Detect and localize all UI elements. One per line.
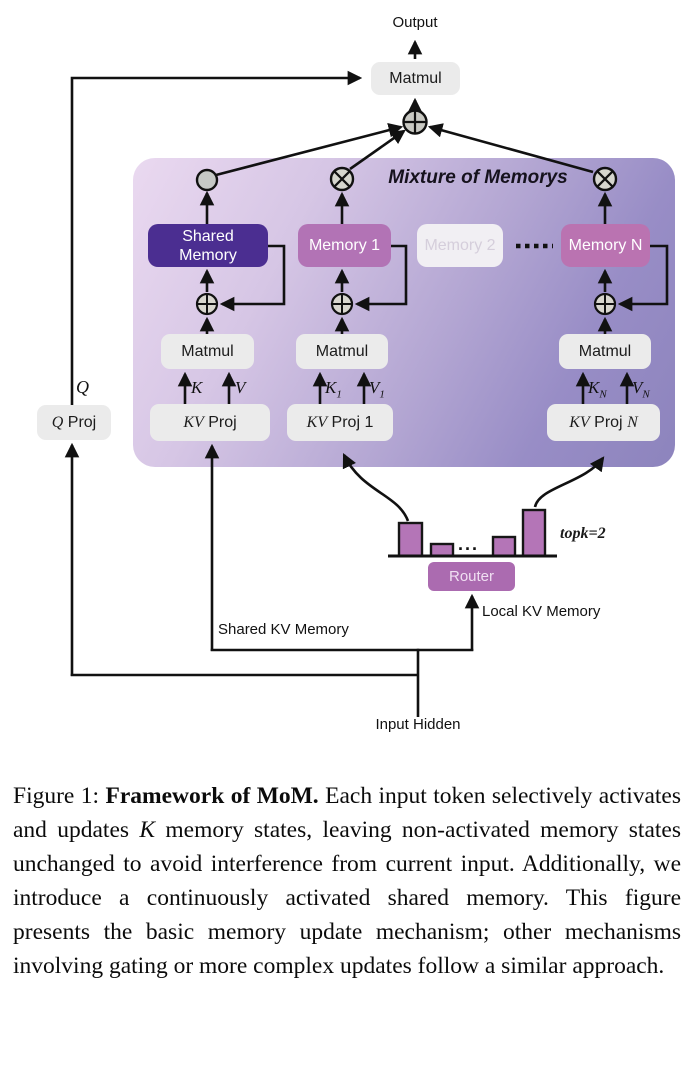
memoryN-matmul-box: Matmul [559, 334, 651, 369]
memory-N-box: Memory N [561, 224, 650, 267]
caption-prefix: Figure 1: [13, 783, 106, 809]
shared-kv-proj-box: KV Proj [150, 404, 270, 441]
k-label-1: K1 [325, 378, 342, 401]
input-hidden-label: Input Hidden [375, 716, 461, 733]
q-wire-label: Q [76, 377, 89, 397]
top-matmul-box: Matmul [371, 62, 460, 95]
central-sum-node [402, 109, 428, 135]
topk-label: topk=2 [560, 525, 606, 542]
v-label-N: VN [632, 378, 650, 401]
q-proj-box: Q Proj [37, 405, 111, 440]
shared-matmul-box: Matmul [161, 334, 254, 369]
local-kv-memory-label: Local KV Memory [482, 603, 601, 620]
mixture-title: Mixture of Memorys [388, 167, 568, 188]
router-weight-bar [491, 535, 517, 558]
caption-body-2: memory states, leaving non-activated mem… [13, 817, 681, 979]
output-label: Output [392, 14, 438, 31]
memory-2-box: Memory 2 [417, 224, 503, 267]
memory-1-box: Memory 1 [298, 224, 391, 267]
caption-body-1: Each input token selectively activates a… [13, 783, 682, 843]
v-label-1: V1 [369, 378, 385, 401]
caption-bold-title: Framework of MoM. [105, 783, 319, 809]
k-label-N: KN [588, 378, 607, 401]
figure-caption: Figure 1: Framework of MoM. Each input t… [13, 779, 681, 983]
router-box: Router [428, 562, 515, 591]
kv-proj-1-box: KV Proj 1 [287, 404, 393, 441]
kv-proj-N-box: KV Proj N [547, 404, 660, 441]
v-label-shared: V [235, 378, 246, 397]
caption-math-k: K [139, 817, 156, 843]
bars-ellipsis: ... [458, 534, 480, 554]
shared-memory-box: Shared Memory [148, 224, 268, 267]
router-weight-bar [429, 542, 455, 558]
k-label-shared: K [191, 378, 203, 397]
shared-kv-memory-label: Shared KV Memory [218, 621, 349, 638]
router-weight-bar [397, 521, 424, 558]
router-weight-bar [521, 508, 547, 558]
memory1-matmul-box: Matmul [296, 334, 388, 369]
